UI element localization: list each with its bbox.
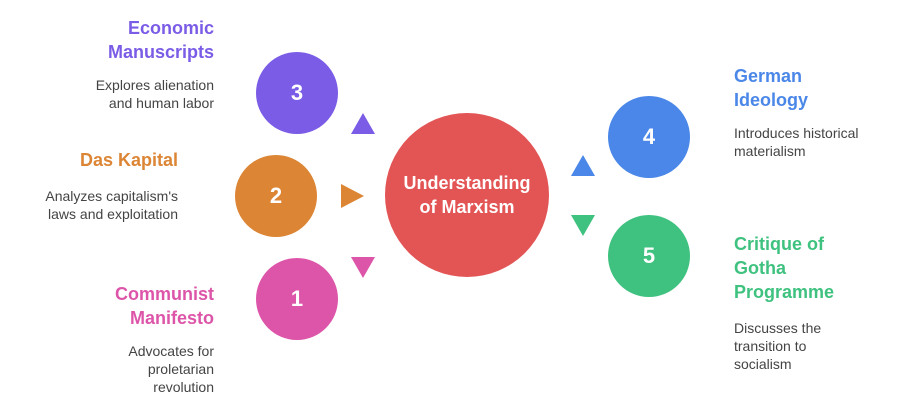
item-1-number: 1 bbox=[290, 286, 304, 311]
arrow-4-icon bbox=[571, 155, 595, 176]
arrow-2-icon bbox=[341, 184, 364, 208]
item-1-description: Advocates for proletarian revolution bbox=[128, 343, 214, 395]
item-4-circle: 4 bbox=[608, 96, 690, 178]
item-3-circle: 3 bbox=[256, 52, 338, 134]
arrow-5-icon bbox=[571, 215, 595, 236]
item-1-title: Communist Manifesto bbox=[115, 284, 214, 328]
item-3-number: 3 bbox=[290, 80, 304, 105]
item-3-description: Explores alienation and human labor bbox=[95, 77, 214, 111]
item-4-number: 4 bbox=[642, 124, 656, 149]
item-2-description: Analyzes capitalism's laws and exploitat… bbox=[45, 188, 178, 222]
item-5-number: 5 bbox=[642, 243, 656, 268]
item-3-title: Economic Manuscripts bbox=[107, 18, 214, 62]
item-4-description: Introduces historical materialism bbox=[734, 125, 859, 159]
item-1-circle: 1 bbox=[256, 258, 338, 340]
item-5-circle: 5 bbox=[608, 215, 690, 297]
center-label: Understanding of Marxism bbox=[403, 173, 531, 217]
item-5-title: Critique of Gotha Programme bbox=[734, 234, 835, 302]
center-circle: Understanding of Marxism bbox=[385, 113, 549, 277]
arrow-1-icon bbox=[351, 257, 375, 278]
item-2-title: Das Kapital bbox=[79, 150, 178, 170]
item-2-number: 2 bbox=[269, 183, 283, 208]
item-4-title: German Ideology bbox=[734, 66, 809, 110]
item-2-circle: 2 bbox=[235, 155, 317, 237]
arrow-3-icon bbox=[351, 113, 375, 134]
item-5-description: Discusses the transition to socialism bbox=[734, 320, 822, 372]
